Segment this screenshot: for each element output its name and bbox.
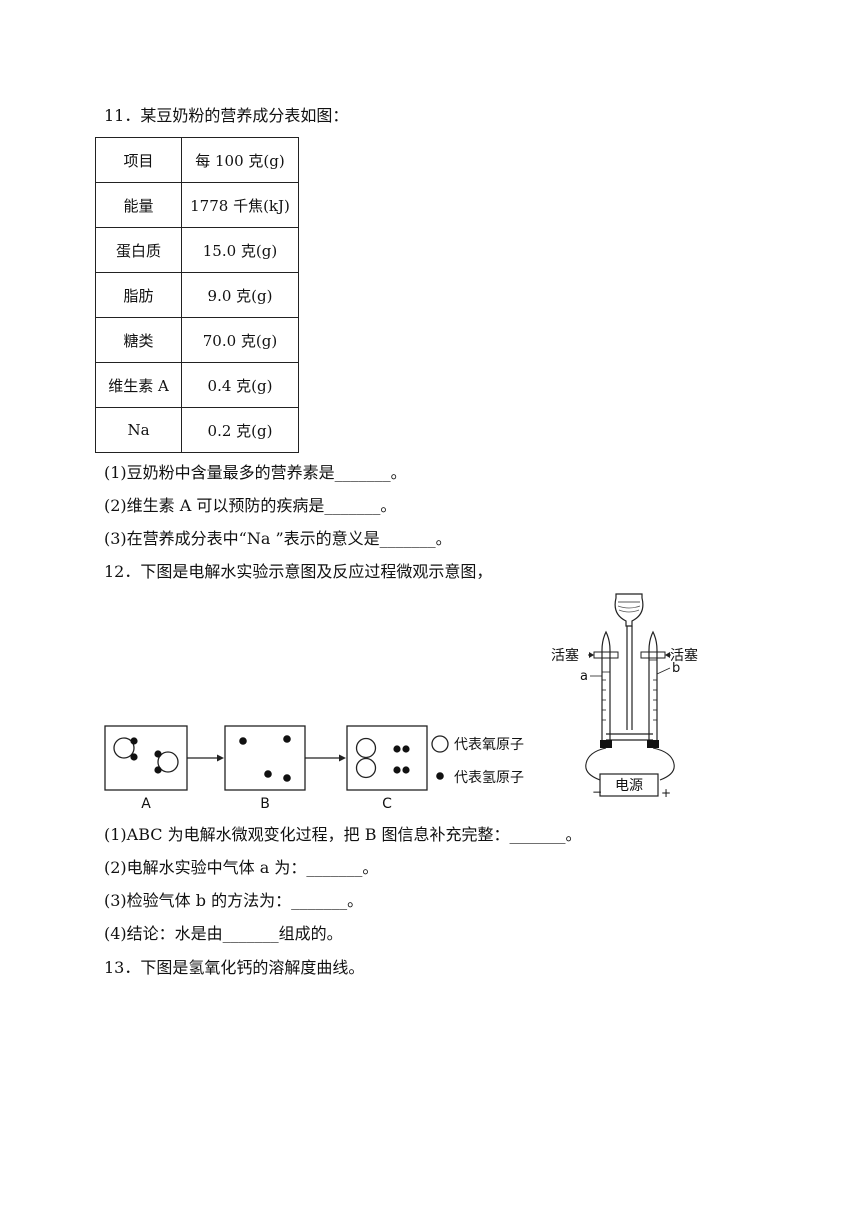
table-cell: 70.0 克(g) [181,317,299,363]
electrolysis-apparatus: 活塞 活塞 a b 电源 − + [551,593,698,800]
table-cell: Na [95,407,182,453]
legend-oxygen-icon [431,735,449,753]
q11-sub2: (2)维生素 A 可以预防的疾病是_______。 [104,496,397,515]
hydrogen-atom [264,770,272,778]
nutrition-table: 项目 每 100 克(g) 能量 1778 千焦(kJ) 蛋白质 15.0 克(… [95,137,299,453]
q12-sub4: (4)结论：水是由_______组成的。 [104,924,343,943]
q13-title: 13．下图是氢氧化钙的溶解度曲线。 [104,958,365,977]
table-cell: 蛋白质 [95,227,182,273]
table-cell: 脂肪 [95,272,182,318]
table-cell: 1778 千焦(kJ) [181,182,299,228]
oxygen-atom [113,737,135,759]
table-row: 糖类 70.0 克(g) [95,317,299,363]
plus-label: + [661,786,671,800]
box-b-label: B [260,796,270,812]
stopcock-left-label: 活塞 [551,647,579,664]
box-c-label: C [382,796,392,812]
minus-label: − [592,785,602,799]
table-cell: 糖类 [95,317,182,363]
hydrogen-atom [239,737,247,745]
power-source-label: 电源 [615,778,643,794]
stopcock-right-label: 活塞 [670,647,698,664]
table-cell: 每 100 克(g) [181,137,299,183]
hydrogen-atom [154,766,162,774]
hydrogen-atom [283,735,291,743]
table-cell: 9.0 克(g) [181,272,299,318]
table-row: 蛋白质 15.0 克(g) [95,227,299,273]
table-row: 维生素 A 0.4 克(g) [95,362,299,408]
table-cell: 能量 [95,182,182,228]
q11-sub3: (3)在营养成分表中“Na ”表示的意义是_______。 [104,529,452,548]
legend-hydrogen-icon [436,772,444,780]
table-row: Na 0.2 克(g) [95,407,299,453]
hydrogen-atom [283,774,291,782]
hydrogen-atom [130,737,138,745]
oxygen-atom [157,751,179,773]
table-cell: 0.4 克(g) [181,362,299,408]
hydrogen-atom [154,750,162,758]
oxygen-atom [355,737,377,759]
q12-sub1: (1)ABC 为电解水微观变化过程，把 B 图信息补充完整：_______。 [104,825,582,844]
table-cell: 0.2 克(g) [181,407,299,453]
tube-a-label: a [580,669,588,684]
legend-oxygen-label: 代表氧原子 [454,737,524,753]
micro-process-diagram: 代表氧原子 代表氢原子 A B C [104,725,524,812]
hydrogen-atom [393,745,401,753]
table-cell: 项目 [95,137,182,183]
table-row: 能量 1778 千焦(kJ) [95,182,299,228]
box-a-label: A [141,796,151,812]
hydrogen-atom [393,766,401,774]
table-row: 项目 每 100 克(g) [95,137,299,183]
hydrogen-atom [130,753,138,761]
table-cell: 维生素 A [95,362,182,408]
hydrogen-atom [402,745,410,753]
oxygen-atom [355,757,377,779]
tube-b-label: b [672,661,680,676]
table-row: 脂肪 9.0 克(g) [95,272,299,318]
q11-sub1: (1)豆奶粉中含量最多的营养素是_______。 [104,463,407,482]
q12-sub3: (3)检验气体 b 的方法为：_______。 [104,891,364,910]
hydrogen-atom [402,766,410,774]
legend-hydrogen-label: 代表氢原子 [454,770,524,786]
q12-sub2: (2)电解水实验中气体 a 为：_______。 [104,858,379,877]
table-cell: 15.0 克(g) [181,227,299,273]
q12-title: 12．下图是电解水实验示意图及反应过程微观示意图， [104,562,493,581]
q11-title: 11．某豆奶粉的营养成分表如图： [104,106,349,125]
